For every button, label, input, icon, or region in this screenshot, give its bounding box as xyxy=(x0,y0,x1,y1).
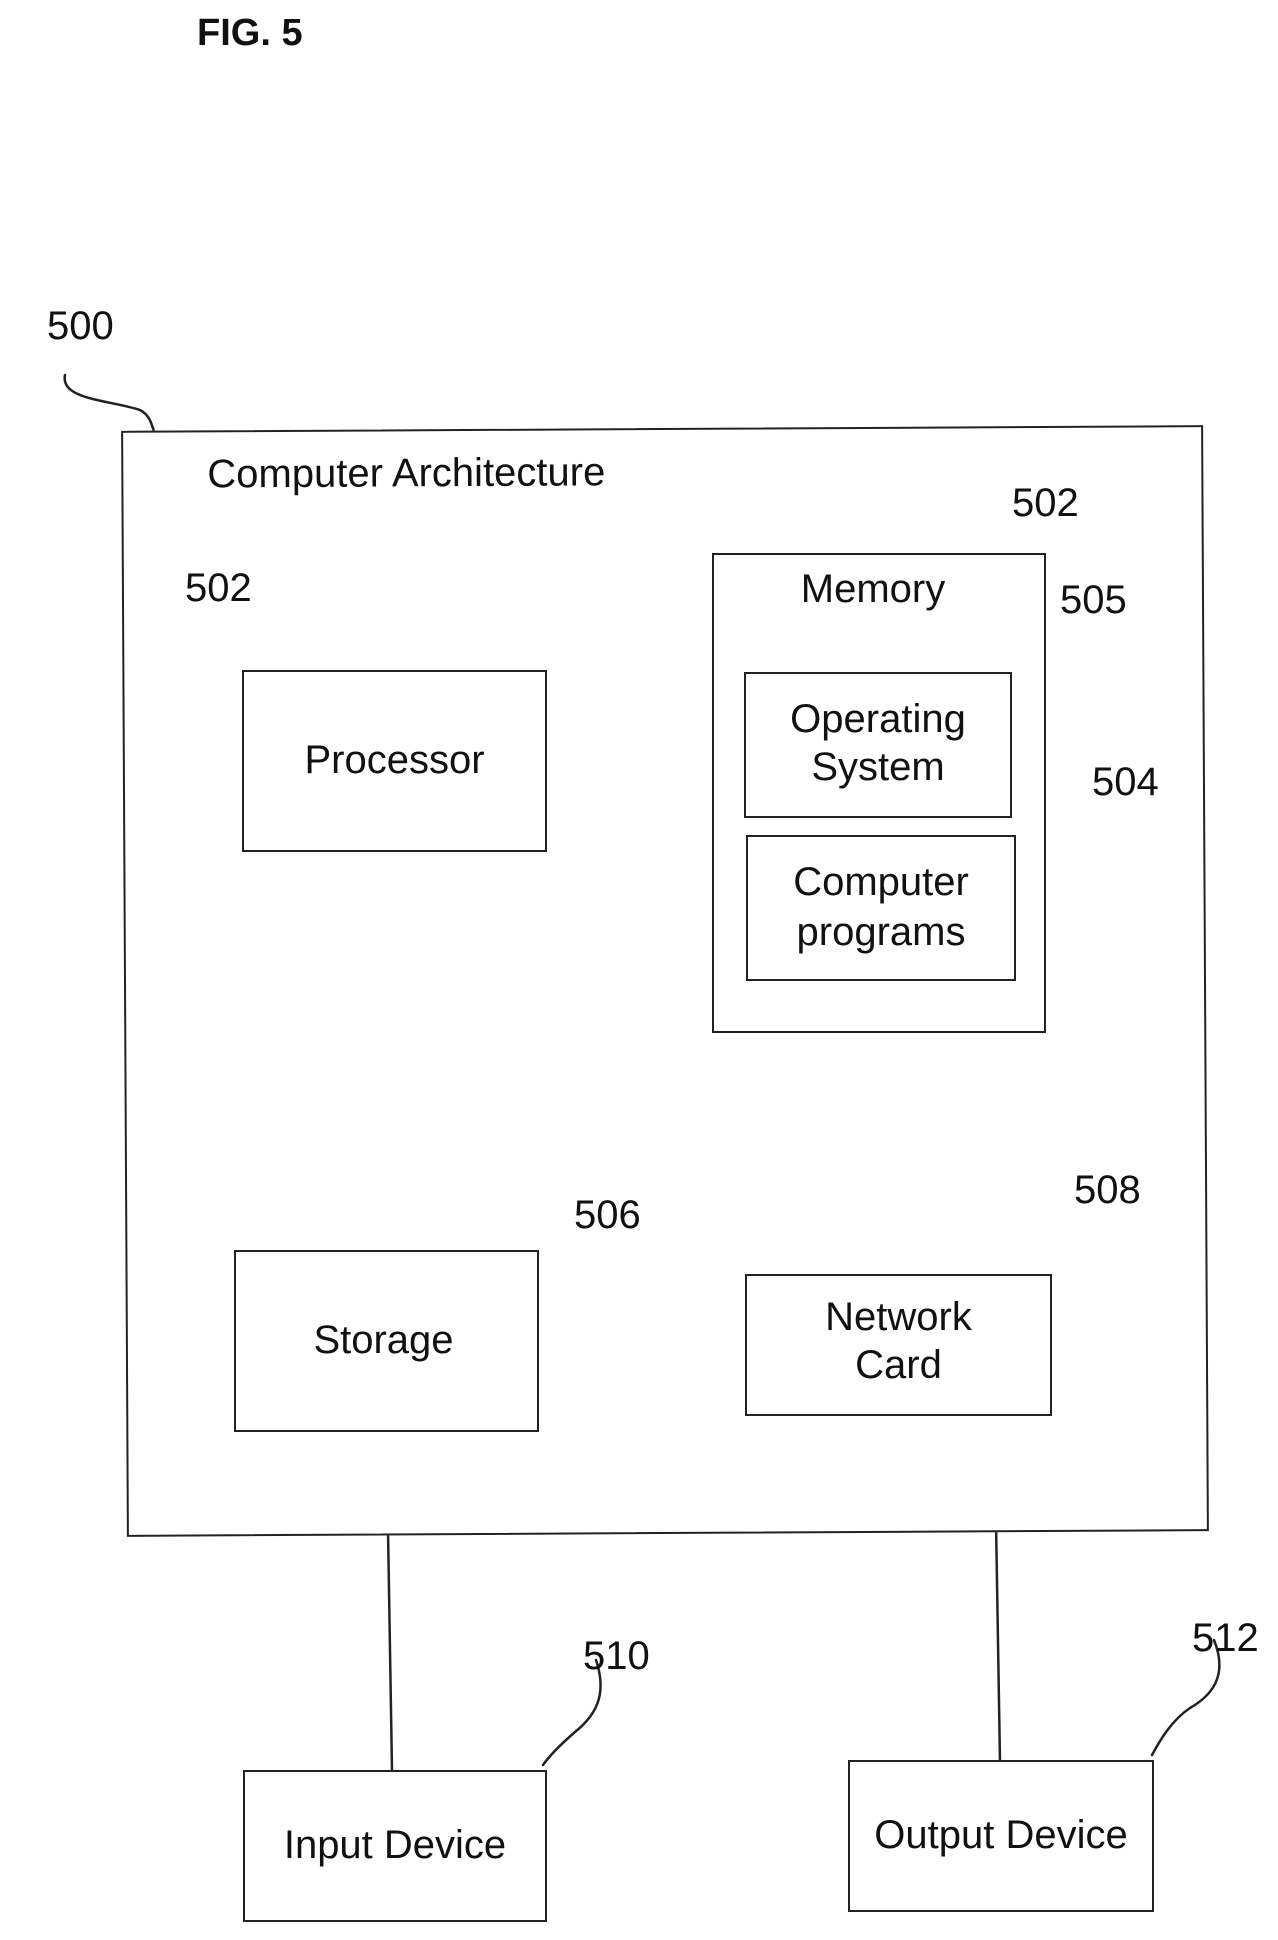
ref-502-processor: 502 xyxy=(185,568,252,608)
processor-box: Processor xyxy=(242,670,547,852)
output-device-label: Output Device xyxy=(850,1810,1152,1860)
input-device-box: Input Device xyxy=(243,1770,547,1922)
leader-500 xyxy=(65,375,155,435)
ref-506: 506 xyxy=(574,1195,641,1235)
storage-label: Storage xyxy=(230,1315,537,1365)
memory-label: Memory xyxy=(702,564,1044,614)
network-card-box: Network Card xyxy=(745,1274,1052,1416)
ref-505: 505 xyxy=(1060,580,1127,620)
network-card-line2: Card xyxy=(747,1340,1050,1390)
operating-system-line2: System xyxy=(746,742,1010,792)
computer-programs-box: Computer programs xyxy=(746,835,1016,981)
input-connector-line xyxy=(388,1530,392,1770)
output-connector-line xyxy=(996,1522,1000,1762)
computer-programs-line2: programs xyxy=(748,907,1014,957)
computer-programs-line1: Computer xyxy=(748,857,1014,907)
network-card-line1: Network xyxy=(747,1292,1050,1342)
ref-510: 510 xyxy=(583,1636,650,1676)
ref-502-memory: 502 xyxy=(1012,483,1079,523)
ref-508: 508 xyxy=(1074,1170,1141,1210)
output-device-box: Output Device xyxy=(848,1760,1154,1912)
ref-500: 500 xyxy=(47,306,114,346)
processor-label: Processor xyxy=(244,735,545,785)
ref-504: 504 xyxy=(1092,762,1159,802)
ref-512: 512 xyxy=(1192,1618,1259,1658)
storage-box: Storage xyxy=(234,1250,539,1432)
operating-system-line1: Operating xyxy=(746,694,1010,744)
input-device-label: Input Device xyxy=(245,1820,545,1870)
operating-system-box: Operating System xyxy=(744,672,1012,818)
computer-architecture-title: Computer Architecture xyxy=(207,452,605,494)
